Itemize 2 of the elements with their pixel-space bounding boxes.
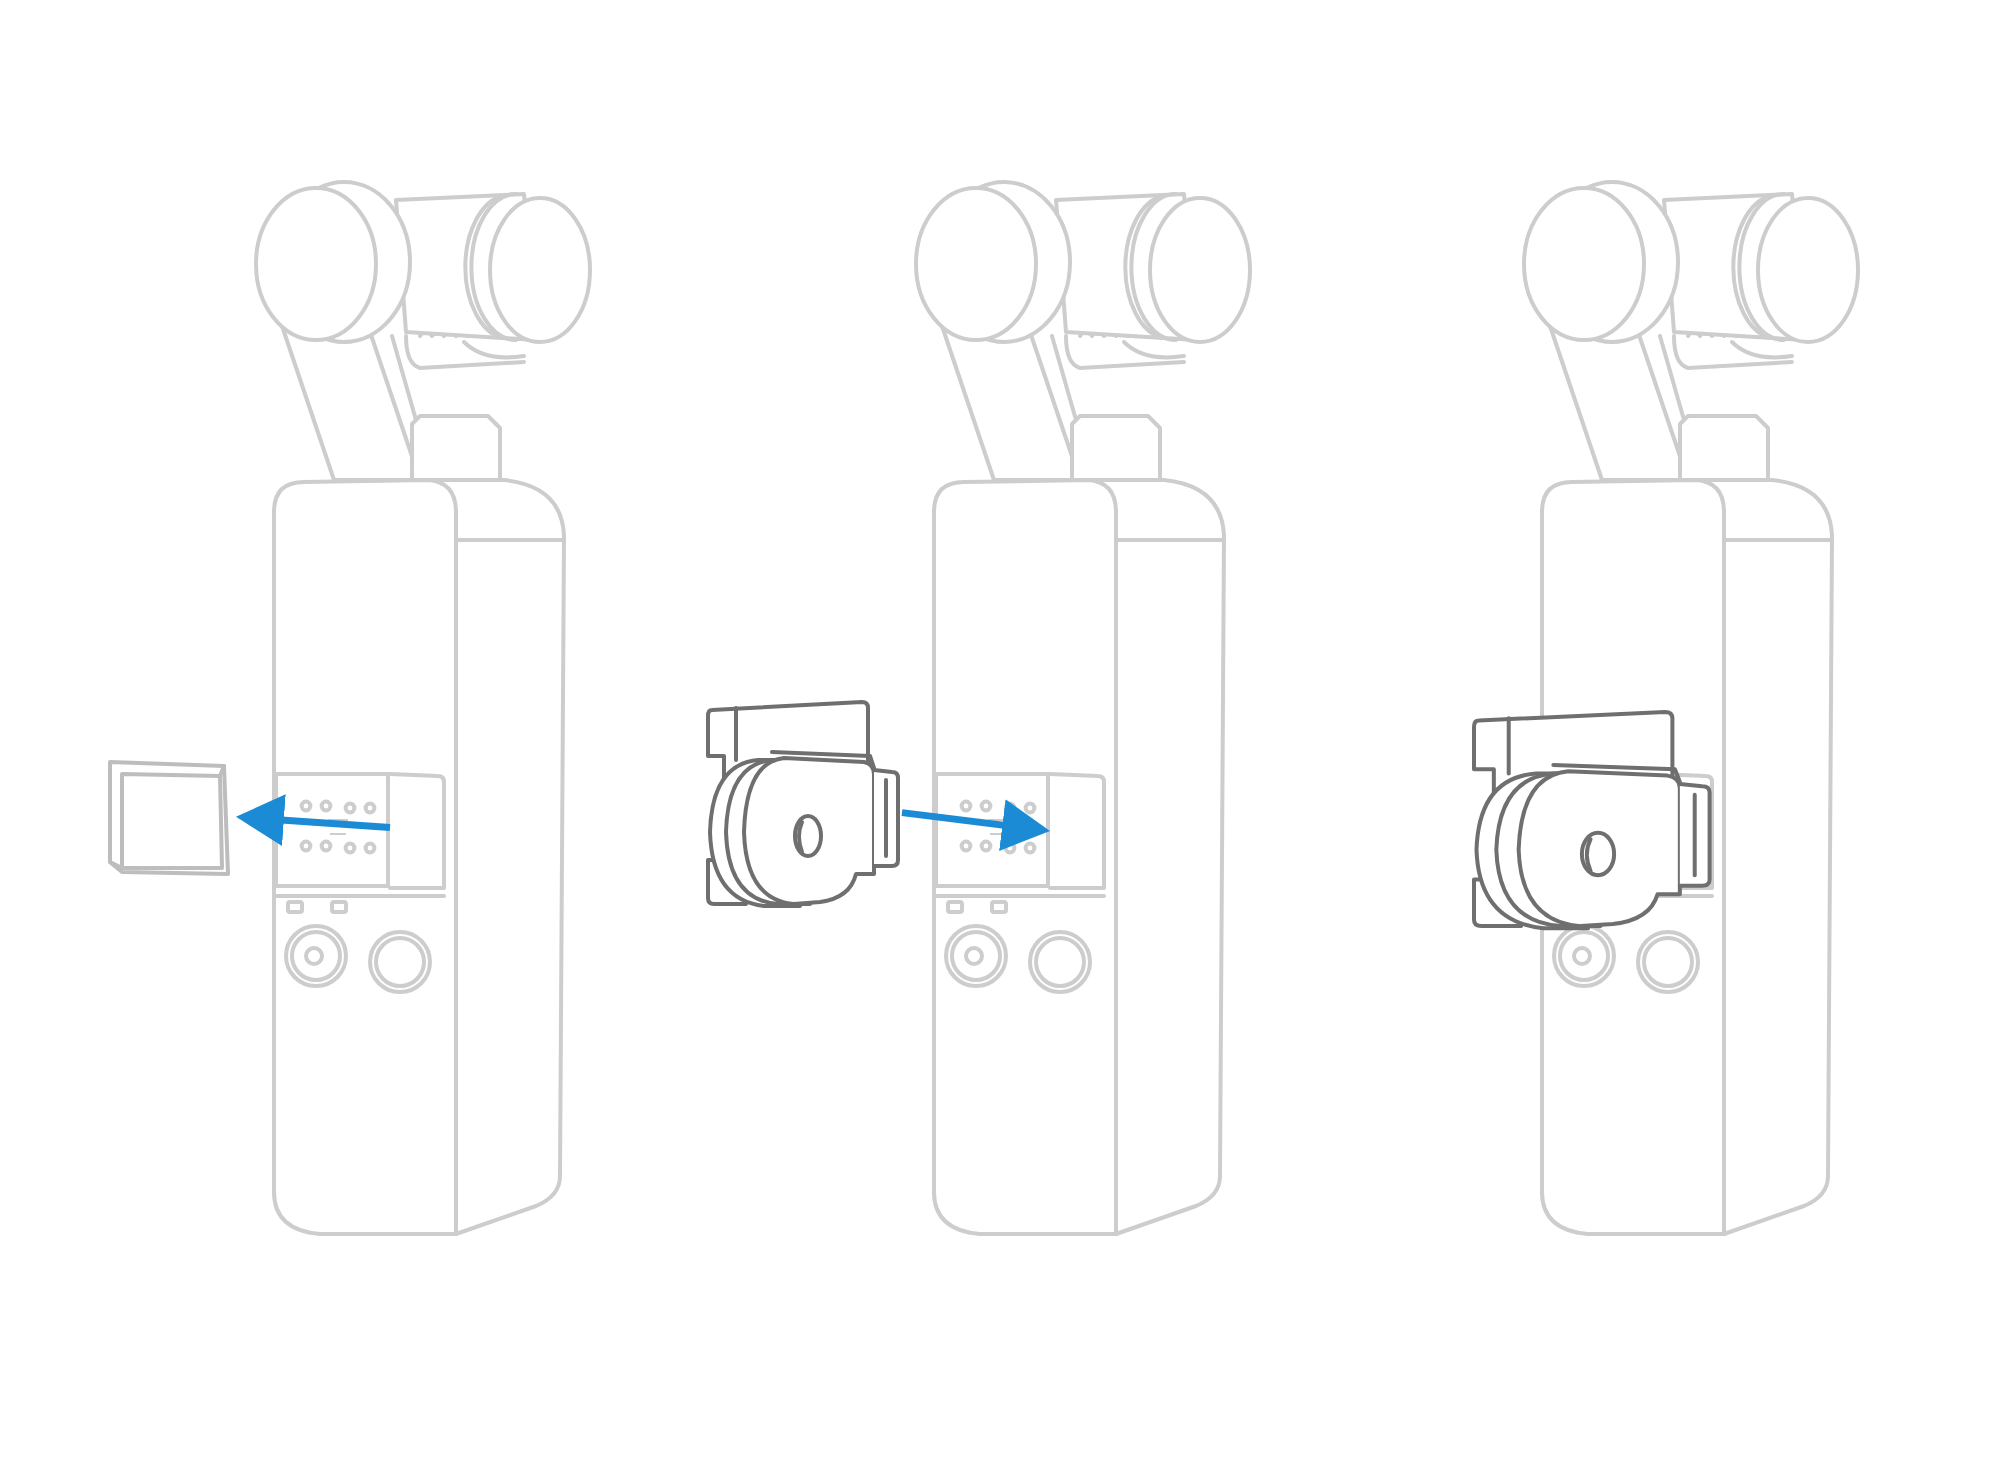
arrow: [901, 799, 1051, 851]
arrow: [235, 794, 391, 846]
